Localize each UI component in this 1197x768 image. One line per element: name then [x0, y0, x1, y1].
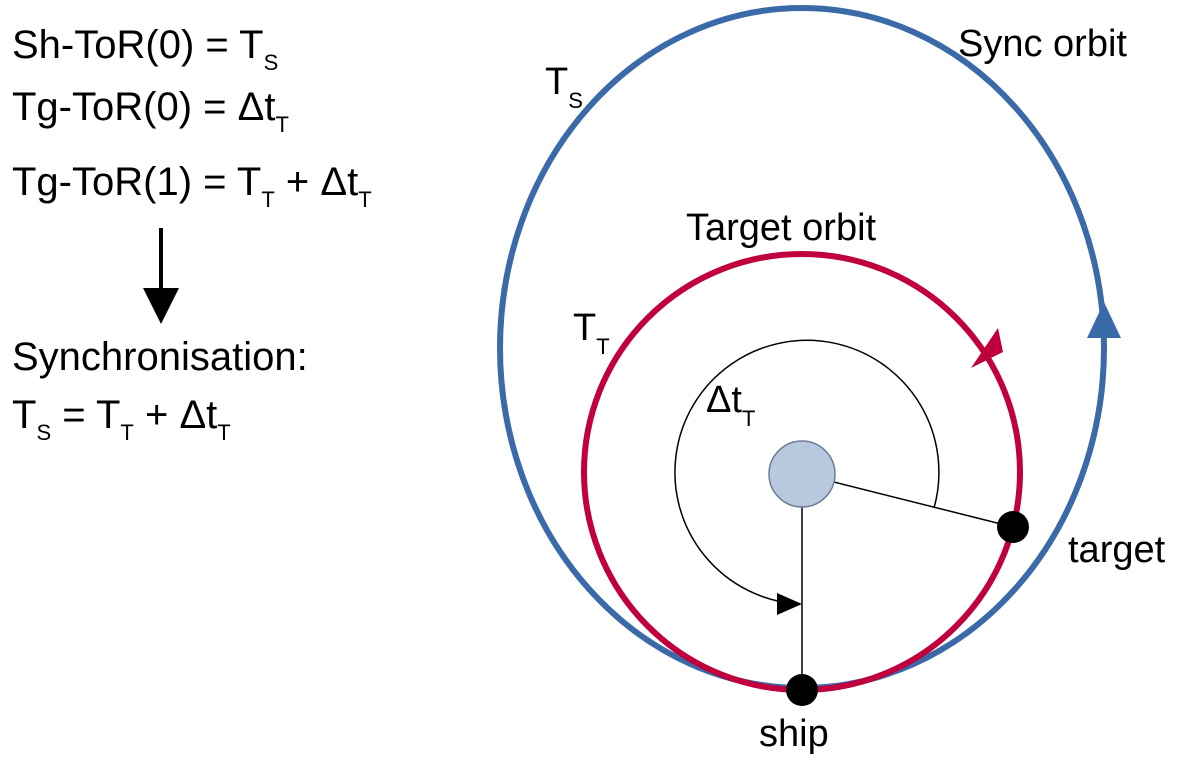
target-radius-line	[801, 473, 1014, 528]
synchronisation-equation: TS = TT + ΔtT	[12, 393, 231, 445]
equations-block: Sh-ToR(0) = TS Tg-ToR(0) = ΔtT Tg-ToR(1)…	[12, 23, 372, 445]
sync-orbit-label: Sync orbit	[958, 23, 1127, 65]
delta-t-arc	[674, 339, 940, 605]
target-period-label: TT	[573, 307, 610, 359]
triangle-arrow-icon	[971, 328, 1003, 368]
target-point	[997, 511, 1029, 543]
target-orbit-label: Target orbit	[686, 207, 877, 249]
central-body	[768, 440, 836, 508]
synchronisation-heading: Synchronisation:	[12, 335, 308, 379]
ship-label: ship	[759, 713, 829, 755]
equation-ship-tor-0: Sh-ToR(0) = TS	[12, 23, 278, 75]
triangle-arrow-icon	[1087, 302, 1121, 338]
ship-point	[786, 674, 818, 706]
equation-target-tor-0: Tg-ToR(0) = ΔtT	[12, 85, 289, 137]
arrow-down-icon	[143, 228, 179, 324]
equation-target-tor-1: Tg-ToR(1) = TT + ΔtT	[12, 160, 372, 212]
sync-period-label: TS	[545, 61, 583, 113]
triangle-arrow-icon	[777, 593, 802, 615]
target-label: target	[1068, 529, 1166, 571]
delta-t-label: ΔtT	[706, 379, 755, 431]
